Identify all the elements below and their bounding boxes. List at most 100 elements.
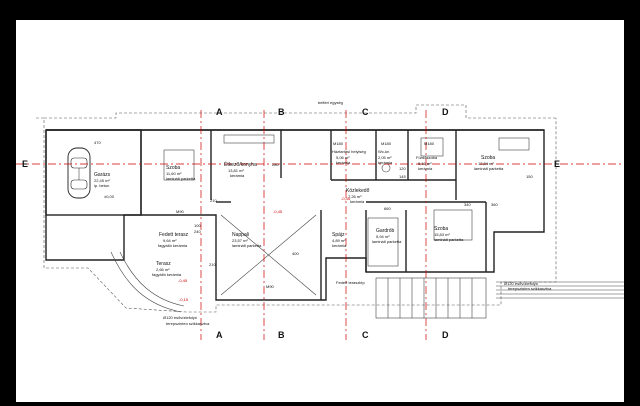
svg-text:Szoba: Szoba <box>434 226 448 232</box>
exterior-stairs <box>375 277 487 319</box>
svg-text:4,89 m²: 4,89 m² <box>332 238 346 243</box>
svg-text:Közlekedő: Közlekedő <box>346 188 370 194</box>
room-haztartasi: Háztartási helyiség 5,06 m² kerámia <box>332 149 366 165</box>
level-living: -0,45 <box>273 209 283 214</box>
svg-text:2,66 m²: 2,66 m² <box>156 267 170 272</box>
svg-text:Fedett terasz: Fedett terasz <box>159 232 189 238</box>
wardrobe-icon <box>498 137 530 151</box>
svg-text:Fürdőszoba: Fürdőszoba <box>416 155 438 160</box>
section-mark-d-top: D <box>442 107 449 117</box>
dim-lintel: M180 <box>381 141 392 146</box>
svg-text:Gardrób: Gardrób <box>376 228 395 234</box>
roof-eave <box>44 104 556 119</box>
room-szoba-1: Szoba 11,60 m² laminált parketta <box>166 165 196 181</box>
svg-text:Spájz: Spájz <box>332 232 345 238</box>
wardrobe-icon <box>367 217 399 267</box>
dim-lintel: M90 <box>266 284 275 289</box>
guide-line <box>220 214 317 296</box>
room-kozlekedo: Közlekedő 7,26 m² kerámia <box>346 188 370 204</box>
room-nappali: Nappali 23,57 m² laminált parketta <box>232 232 262 248</box>
dim-living-height: 400 <box>292 251 299 256</box>
kitchen-counter-icon <box>223 134 275 144</box>
section-mark-c-bottom: C <box>362 330 369 340</box>
section-mark-a-top: A <box>216 107 223 117</box>
svg-text:23,57 m²: 23,57 m² <box>232 238 248 243</box>
dim-145: 145 <box>399 174 406 179</box>
svg-text:Háztartási helyiség: Háztartási helyiség <box>332 149 366 154</box>
svg-text:Nappali: Nappali <box>232 232 249 238</box>
svg-text:Szoba: Szoba <box>166 165 180 171</box>
room-garazs: Garázs 22,45 m² ip. beton <box>94 172 111 188</box>
floor-plan-drawing: A B C D A B C D E E Garázs 22,45 m² ip. … <box>16 100 624 340</box>
terrain-hatch <box>496 281 624 299</box>
room-fedett-terasz: Fedett terasz 9,64 m² fagyálló kerámia <box>158 232 189 248</box>
svg-text:kerámia: kerámia <box>378 160 393 165</box>
note-drain-right-2: terepszinten szikkasztva <box>508 286 552 291</box>
svg-text:Terasz: Terasz <box>156 261 171 267</box>
svg-text:kerámia: kerámia <box>350 199 365 204</box>
svg-text:Wc-kn: Wc-kn <box>378 149 389 154</box>
svg-text:11,60 m²: 11,60 m² <box>166 171 182 176</box>
svg-text:5,06 m²: 5,06 m² <box>336 155 350 160</box>
room-wc: Wc-kn 2,05 m² kerámia <box>378 149 393 165</box>
bed-icon <box>433 209 473 241</box>
dim-120: 120 <box>399 166 406 171</box>
terrace-curve <box>119 251 185 307</box>
svg-text:7,26 m²: 7,26 m² <box>348 194 362 199</box>
svg-text:laminált parketta: laminált parketta <box>434 237 464 242</box>
dim-lintel: M90 <box>176 209 185 214</box>
dim-210: 210 <box>210 198 217 203</box>
note-drain-right: Ø120 esővízlefolyó <box>504 281 539 286</box>
dim-100: 100 <box>194 223 201 228</box>
section-mark-e-right: E <box>554 159 560 169</box>
note-drain-left-2: terepszinten szikkasztva <box>166 321 210 326</box>
svg-text:Fedett teraszlép: Fedett teraszlép <box>336 280 365 285</box>
svg-text:22,45 m²: 22,45 m² <box>94 178 110 183</box>
svg-text:kerámia: kerámia <box>332 243 347 248</box>
dim-hall-width: 660 <box>384 206 391 211</box>
terrace-curve <box>110 251 182 313</box>
room-etkezo-konyha: Étkező/konyha 13,81 m² kerámia <box>224 161 257 178</box>
room-terasz: Terasz 2,66 m² fagyálló kerámia <box>152 261 182 277</box>
svg-text:laminált parketta: laminált parketta <box>474 166 504 171</box>
svg-text:ip. beton: ip. beton <box>94 183 109 188</box>
dim-150: 150 <box>526 174 533 179</box>
car-icon <box>67 147 91 199</box>
level-step: -0,15 <box>179 297 189 302</box>
svg-text:9,64 m²: 9,64 m² <box>163 238 177 243</box>
svg-text:13,81 m²: 13,81 m² <box>228 168 244 173</box>
note-drain-left: Ø120 esővízlefolyó <box>163 315 198 320</box>
room-szoba-3: Szoba 15,83 m² laminált parketta <box>434 226 464 242</box>
room-furdoszoba: Fürdőszoba 5,16 m² kerámia <box>416 155 438 171</box>
room-fedett-teraszlep: Fedett teraszlép <box>336 280 365 285</box>
dim-right-width: 360 <box>491 202 498 207</box>
svg-text:2,05 m²: 2,05 m² <box>378 155 392 160</box>
svg-text:12,84 m²: 12,84 m² <box>478 161 494 166</box>
section-mark-e-left: E <box>22 159 28 169</box>
room-gardrob: Gardrób 5,94 m² laminált parketta <box>372 228 402 244</box>
dim-lintel: M180 <box>424 141 435 146</box>
room-szoba-2: Szoba 12,84 m² laminált parketta <box>474 155 504 171</box>
svg-text:laminált parketta: laminált parketta <box>372 239 402 244</box>
dim-lintel: M180 <box>333 141 344 146</box>
section-mark-b-top: B <box>278 107 285 117</box>
svg-text:kerámia: kerámia <box>336 160 351 165</box>
level-hall: -0,45 <box>341 196 351 201</box>
svg-text:Szoba: Szoba <box>481 155 495 161</box>
dim-room-width: 340 <box>464 202 471 207</box>
level-garage: ±0,00 <box>104 194 115 199</box>
dim-240: 240 <box>194 229 201 234</box>
svg-text:5,16 m²: 5,16 m² <box>418 161 432 166</box>
toilet-icon <box>381 163 391 173</box>
svg-text:kerámia: kerámia <box>418 166 433 171</box>
dim-210: 210 <box>209 262 216 267</box>
section-mark-a-bottom: A <box>216 330 223 340</box>
svg-text:kerámia: kerámia <box>230 173 245 178</box>
level-terrace: -0,45 <box>178 278 188 283</box>
section-mark-d-bottom: D <box>442 330 449 340</box>
exterior-wall <box>45 129 545 301</box>
svg-text:laminált parketta: laminált parketta <box>166 176 196 181</box>
svg-text:laminált parketta: laminált parketta <box>232 243 262 248</box>
note-indoor-unit: beltéri egység <box>318 100 343 105</box>
bed-icon <box>163 149 195 181</box>
